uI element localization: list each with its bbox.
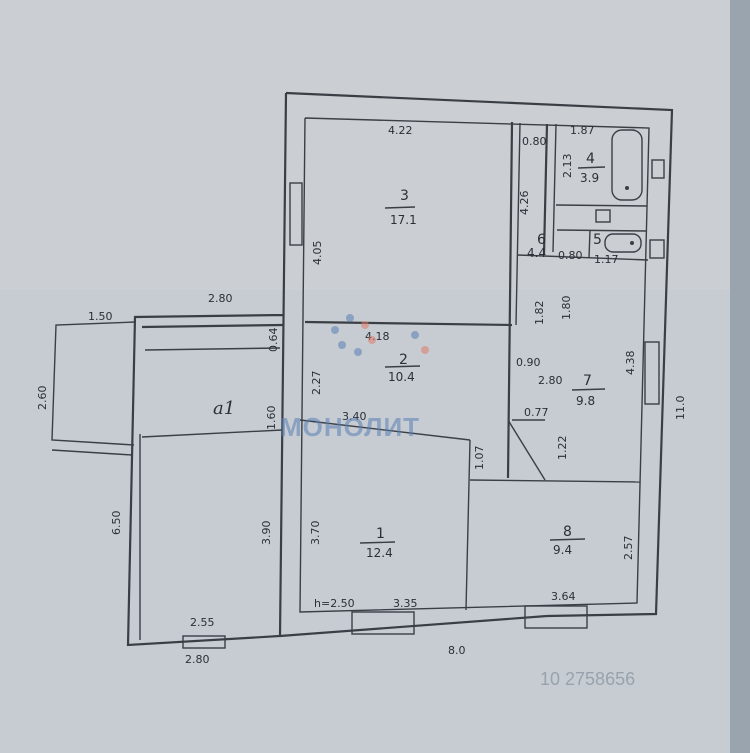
dim-room8-height: 2.57 (622, 536, 635, 561)
dim-annex-outer-width: 2.80 (185, 653, 210, 666)
room-4-number: 4 (586, 151, 595, 167)
annex-label: a1 (213, 398, 235, 419)
dim-room8-width: 3.64 (551, 590, 576, 603)
interior-walls (299, 121, 649, 611)
dim-annex-length: 6.50 (110, 511, 123, 536)
toilet-icon (595, 209, 611, 223)
room-4-area: 3.9 (580, 171, 599, 185)
dim-corridor-length: 4.26 (518, 191, 531, 216)
dimension-labels: 4.22 0.80 1.87 2.13 4.26 4.05 0.80 1.17 … (36, 124, 687, 666)
dim-room1-width: 3.35 (393, 597, 418, 610)
room-6-area: 4.4 (527, 246, 546, 260)
dim-room2-height: 2.27 (310, 371, 323, 396)
dim-corner-a: 0.77 (524, 406, 549, 419)
dim-door-room1: 1.07 (473, 446, 486, 471)
dim-top-room3: 4.22 (388, 124, 413, 137)
watermark-code: 10 2758656 (540, 669, 635, 689)
dim-room1-top: 3.40 (342, 410, 367, 423)
dim-total-depth: 11.0 (674, 396, 687, 421)
dim-porch-width: 1.50 (88, 310, 113, 323)
dim-hall-b: 1.80 (560, 296, 573, 321)
watermark: МОНОЛИТ 10 2758656 (280, 314, 635, 689)
dim-veranda-strip: 0.64 (267, 328, 280, 353)
paper-fold-top (0, 0, 730, 290)
room-1-area: 12.4 (366, 546, 393, 560)
dim-door-top: 0.80 (522, 135, 547, 148)
room-7-area: 9.8 (576, 394, 595, 408)
room-5-number: 5 (593, 232, 602, 248)
room-1-number: 1 (376, 526, 385, 542)
dim-annex-room-width: 2.55 (190, 616, 215, 629)
window-marks (182, 159, 665, 649)
room-8-area: 9.4 (553, 543, 572, 557)
watermark-brand: МОНОЛИТ (280, 412, 420, 442)
dim-door-hall: 0.90 (516, 356, 541, 369)
dim-veranda-depth: 1.60 (265, 406, 278, 431)
bathtub-icon (611, 129, 643, 201)
dim-room3-height: 4.05 (311, 241, 324, 266)
room-7-number: 7 (583, 373, 592, 389)
watermark-logo-icon (331, 314, 429, 356)
sink-icon (604, 233, 642, 253)
dim-total-width: 8.0 (448, 644, 466, 657)
room-8-number: 8 (563, 524, 572, 540)
room-3-area: 17.1 (390, 213, 417, 227)
dim-veranda-width: 2.80 (208, 292, 233, 305)
veranda-walls (139, 323, 284, 640)
dim-wc-width: 1.17 (594, 253, 619, 266)
room-labels: 3 17.1 4 3.9 5 6 4.4 2 10.4 7 9.8 1 12.4… (213, 151, 606, 610)
room-3-number: 3 (400, 188, 409, 204)
dim-porch-depth: 2.60 (36, 386, 49, 411)
dim-room7-width: 2.80 (538, 374, 563, 387)
dim-corner-b: 1.22 (556, 436, 569, 461)
room-2-number: 2 (399, 352, 408, 368)
porch-walls (51, 321, 136, 456)
dim-room1-height: 3.70 (309, 521, 322, 546)
dim-annex-room-depth: 3.90 (260, 521, 273, 546)
dim-bath-depth: 2.13 (561, 154, 574, 179)
dim-room7-height: 4.38 (624, 351, 637, 376)
dim-bath-width: 1.87 (570, 124, 595, 137)
dim-door-mid: 0.80 (558, 249, 583, 262)
room-6-number: 6 (537, 232, 546, 248)
dim-hall-a: 1.82 (533, 301, 546, 326)
ceiling-height: h=2.50 (314, 597, 355, 610)
room-2-area: 10.4 (388, 370, 415, 384)
